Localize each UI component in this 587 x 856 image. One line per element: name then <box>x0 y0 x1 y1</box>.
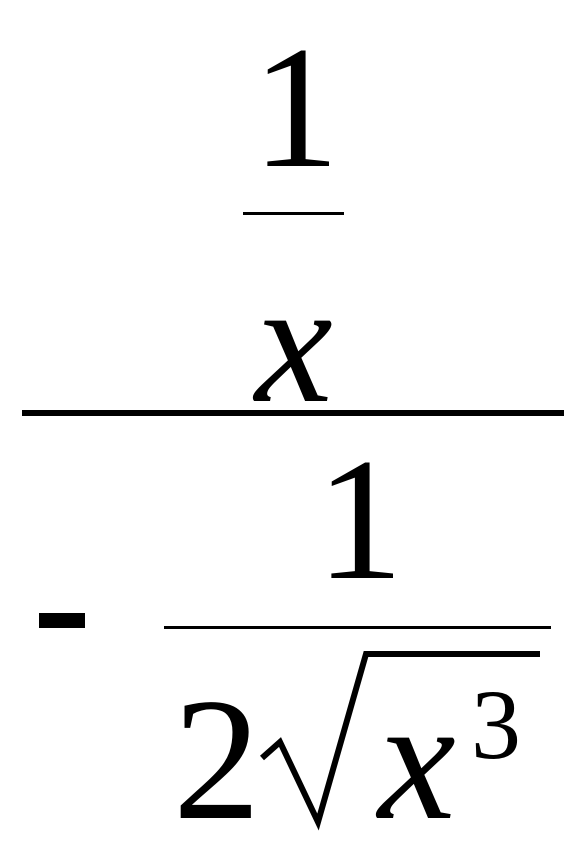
lower-fraction-bar <box>164 626 551 629</box>
minus-sign <box>39 613 85 628</box>
top-denominator-x: x <box>255 245 333 439</box>
radicand-base-x: x <box>378 662 456 856</box>
top-numerator-one: 1 <box>252 10 340 204</box>
coefficient-two: 2 <box>173 662 261 856</box>
radicand-exponent-three: 3 <box>471 669 521 780</box>
main-fraction-bar <box>22 410 564 416</box>
top-fraction-bar <box>243 212 344 215</box>
lower-numerator-one: 1 <box>316 422 404 616</box>
